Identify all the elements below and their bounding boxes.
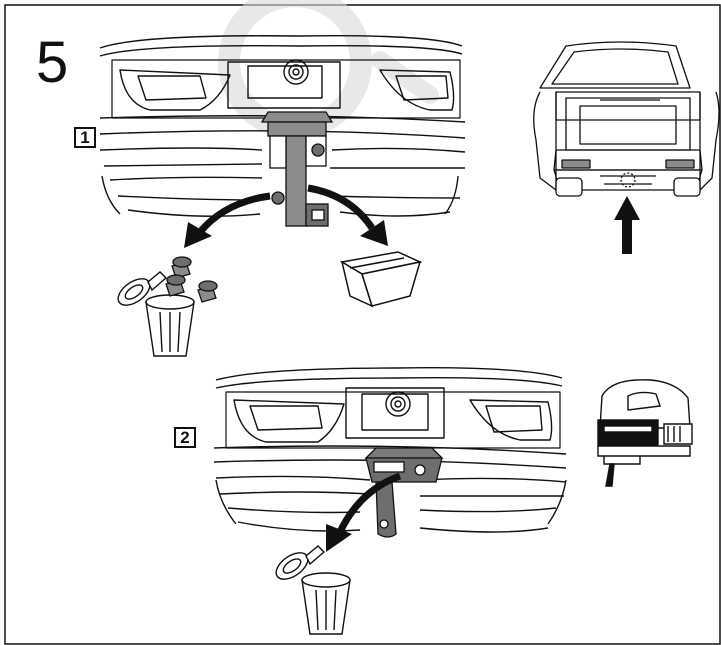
trash-bin-icon: [117, 271, 195, 357]
removal-arrow-right-1: [307, 184, 388, 246]
substep-badge-2: 2: [174, 427, 196, 448]
tow-bracket-2: [364, 447, 444, 538]
jigsaw-icon: [597, 379, 693, 487]
bumper-illustration-1: [99, 35, 466, 217]
step-number: 5: [36, 30, 69, 95]
up-arrow-icon: [614, 196, 640, 254]
removal-arrow-left-1: [184, 192, 271, 248]
bumper-illustration-2: [213, 367, 567, 533]
removal-arrow-2: [326, 472, 402, 552]
watermark: [218, 0, 439, 139]
storage-box-icon: [339, 251, 423, 308]
bolt-icons: [165, 256, 218, 303]
trash-bin-icon: [275, 545, 351, 635]
car-rear-view-icon: [533, 41, 720, 197]
panel-border: [4, 4, 721, 645]
substep-badge-1: 1: [74, 127, 96, 148]
tow-bracket-1: [260, 111, 334, 227]
